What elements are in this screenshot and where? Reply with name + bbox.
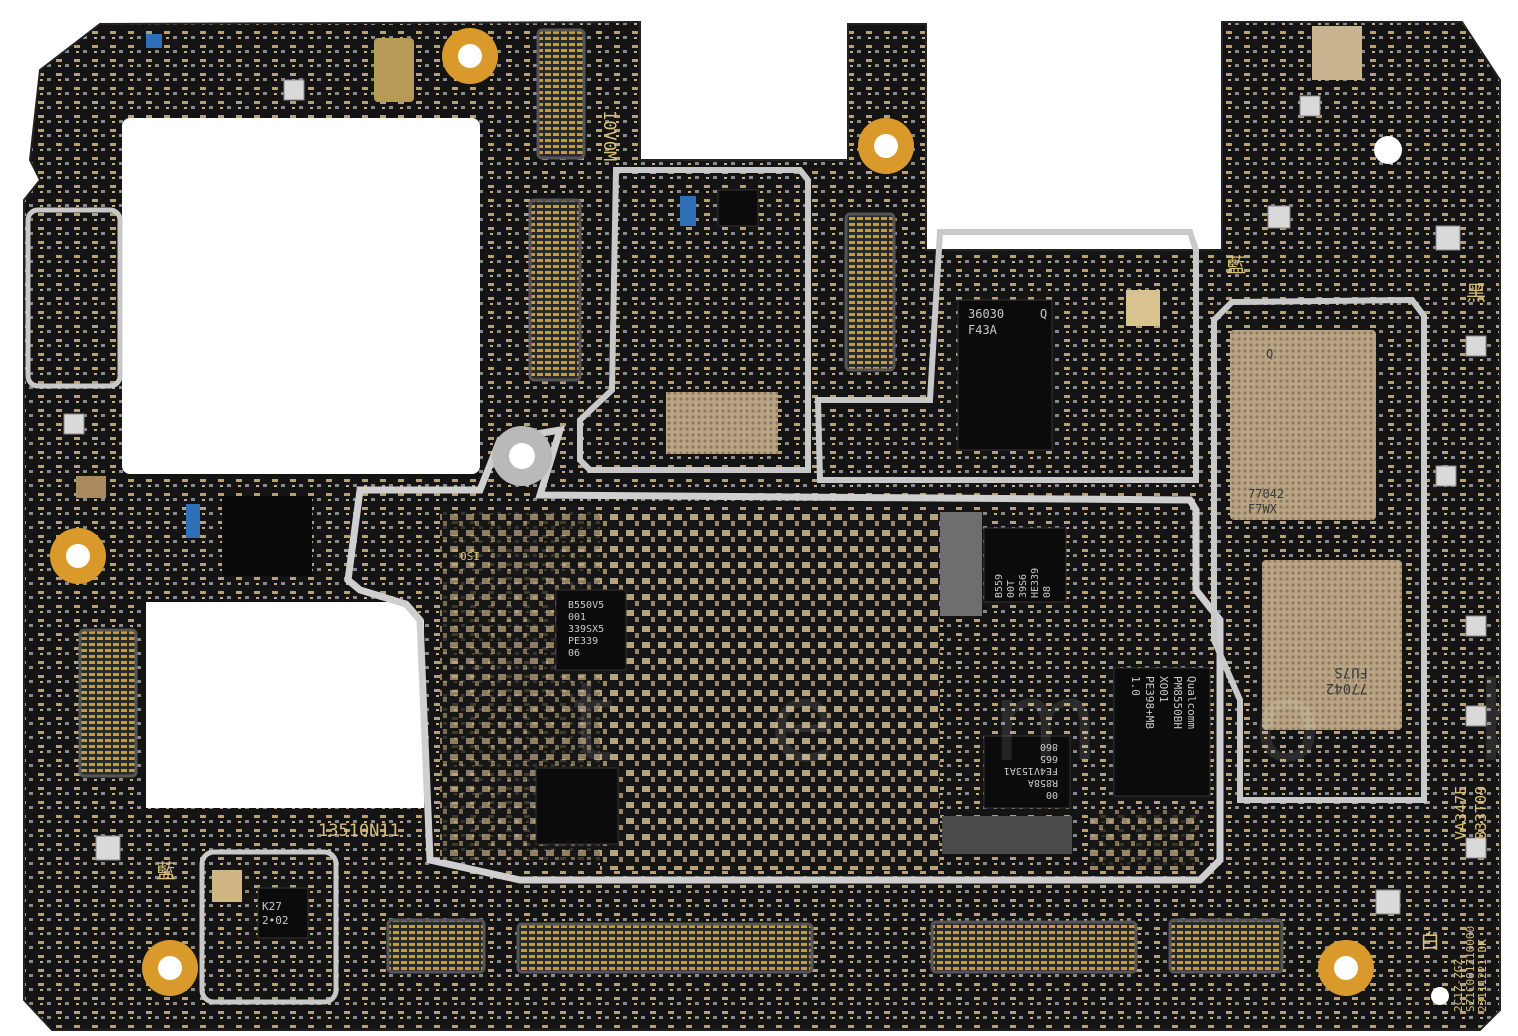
svg-text:39S6: 39S6: [1018, 574, 1029, 598]
right-code-2: 833T09: [1472, 786, 1490, 840]
svg-text:77042: 77042: [1248, 487, 1284, 501]
svg-text:77042: 77042: [1326, 680, 1368, 696]
svg-text:PE339: PE339: [568, 636, 598, 647]
chip-k27: [257, 887, 309, 939]
right-code-1: VA347E: [1452, 786, 1470, 840]
svg-text:Q: Q: [1040, 307, 1047, 321]
svg-text:Qualcomm: Qualcomm: [1185, 676, 1198, 729]
svg-text:F43A: F43A: [968, 323, 998, 337]
camera-cutout-bottom: [146, 602, 424, 808]
pmic-left: [555, 589, 627, 671]
svg-text:Q: Q: [1266, 347, 1273, 361]
svg-text:860: 860: [1040, 741, 1058, 752]
corner-code-2: SZ1C001Z10000: [1464, 926, 1477, 1012]
rf-chip-bottom: [1262, 560, 1402, 730]
svg-text:B550V5: B550V5: [568, 600, 604, 611]
bga-top-center: [666, 392, 778, 454]
svg-text:FU7S: FU7S: [1334, 664, 1368, 680]
shield-main: [344, 425, 1224, 884]
svg-text:339SX5: 339SX5: [568, 624, 604, 635]
modem-chip: [957, 299, 1053, 451]
svg-text:06: 06: [568, 648, 580, 659]
char-blue-2: 藍: [156, 859, 176, 883]
inductors-row: [942, 816, 1072, 854]
main-pad-field: [600, 510, 940, 870]
shield-top-center: [577, 167, 811, 473]
mounting-holes: [50, 28, 1449, 1005]
k27-marking: K27 2•02: [262, 900, 289, 927]
pad-field-right: [1090, 810, 1200, 870]
rf-top-marking: Q 77042 F7WX: [1248, 347, 1284, 516]
inductors-col: [940, 512, 982, 616]
connector-bottom-1: [386, 918, 486, 974]
svg-text:665: 665: [1040, 753, 1058, 764]
pmic-top-right: [983, 527, 1067, 603]
pmic-main-marking: Qualcomm PM8550BH XO01 PE398+MB 1.0: [1129, 676, 1198, 729]
svg-text:36030: 36030: [968, 307, 1004, 321]
svg-text:00: 00: [1046, 789, 1058, 800]
connector-label: 10V0M: [599, 110, 619, 161]
char-white: 白: [1420, 929, 1440, 953]
svg-text:R858A: R858A: [1028, 777, 1058, 788]
shield-modem: [814, 229, 1199, 483]
corner-code-3: 23111221-DK: [1476, 939, 1489, 1012]
antenna-connectors: [63, 79, 1487, 915]
board-id-label: 13510N11: [318, 821, 400, 841]
pmic-center: [983, 735, 1071, 809]
watermark-text: i c t e m o b i l e: [170, 658, 1518, 786]
svg-text:HE339: HE339: [1030, 568, 1041, 598]
rf-chip-top: [1230, 330, 1376, 520]
chip-top-shield: [717, 189, 759, 227]
small-components: [76, 26, 1362, 902]
modem-chip-marking: 36030 Q F43A: [968, 307, 1047, 337]
corner-code-1: 2C1Z-ZGZ: [1452, 959, 1465, 1012]
svg-text:F7WX: F7WX: [1248, 502, 1278, 516]
svg-text:B559: B559: [994, 574, 1005, 598]
camera-cutout-top: [122, 118, 480, 474]
connector-left: [78, 628, 138, 778]
pmic-center-marking: 00 R858A FE4V153A1 665 860: [1004, 741, 1058, 800]
svg-text:08: 08: [1042, 586, 1053, 598]
connector-top-3: [844, 212, 896, 372]
chip-bottom-left: [535, 767, 619, 845]
osi-label: OSI: [460, 550, 480, 563]
shield-left: [25, 207, 123, 389]
svg-text:001: 001: [568, 612, 586, 623]
connector-bottom-4: [1168, 918, 1284, 974]
connector-top-2: [528, 198, 582, 382]
svg-text:1.0: 1.0: [1129, 676, 1142, 696]
connector-bottom-3: [930, 920, 1138, 974]
connector-top-1: [536, 28, 586, 160]
svg-text:K27: K27: [262, 900, 282, 913]
shield-rf: [1211, 296, 1427, 803]
svg-text:XO01: XO01: [1157, 676, 1170, 703]
svg-text:2•02: 2•02: [262, 914, 289, 927]
pmic-top-right-marking: B559 00T 39S6 HE339 08: [994, 568, 1053, 598]
char-blue-1: 藍: [1226, 253, 1246, 277]
svg-text:PM8550BH: PM8550BH: [1171, 676, 1184, 729]
shield-bottom-left: [199, 849, 339, 1005]
pmic-main: [1113, 667, 1211, 797]
connector-bottom-2: [516, 922, 814, 974]
char-black: 黑: [1466, 281, 1486, 305]
rf-bottom-marking: 77042 FU7S: [1326, 664, 1368, 696]
pmic-left-marking: B550V5 001 339SX5 PE339 06: [568, 600, 604, 659]
svg-text:00T: 00T: [1006, 580, 1017, 598]
svg-text:FE4V153A1: FE4V153A1: [1004, 765, 1058, 776]
svg-text:PE398+MB: PE398+MB: [1143, 676, 1156, 729]
